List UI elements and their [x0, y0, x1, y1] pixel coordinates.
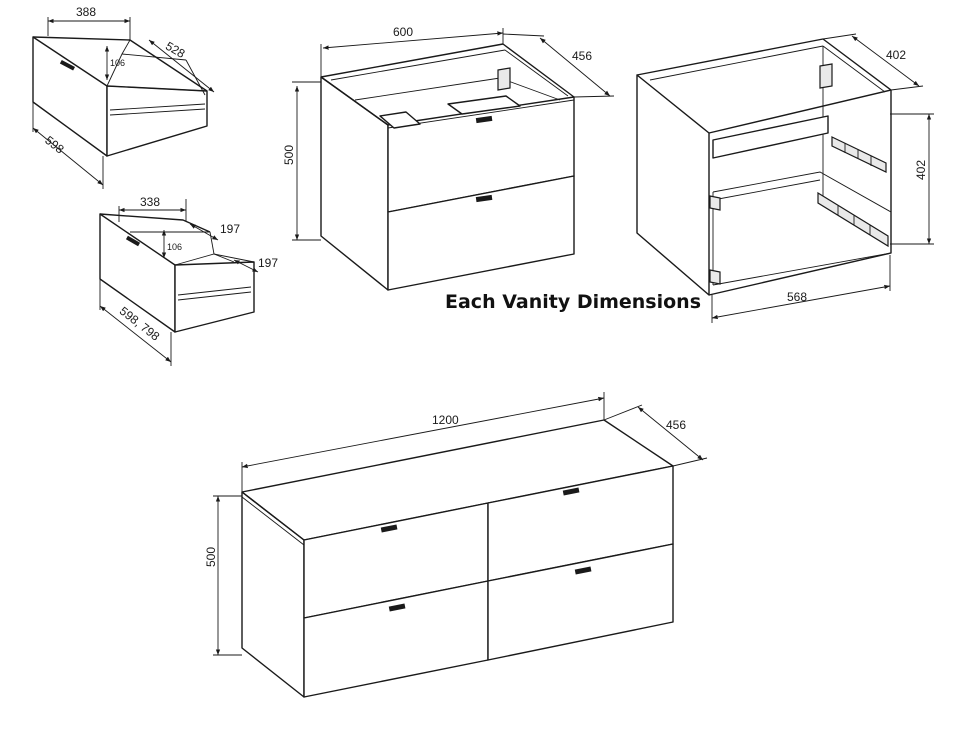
- double-vanity-upper-left-handle: [380, 524, 398, 533]
- carcass-runner-clip-upper: [709, 195, 721, 211]
- carcass-figure: 402 402 568: [636, 33, 934, 323]
- carcass-side-panel: [636, 74, 710, 296]
- single-vanity-hinge-bracket: [497, 67, 511, 91]
- double-vanity-height-label: 500: [204, 547, 218, 567]
- top-drawer-height-label: 106: [110, 58, 125, 68]
- double-vanity-depth-dimension-line: [637, 406, 704, 461]
- carcass-width-label: 568: [787, 290, 807, 304]
- top-drawer-handle: [59, 59, 76, 71]
- double-vanity-lower-right-handle: [574, 566, 592, 575]
- single-vanity-lower-drawer-handle: [475, 194, 493, 203]
- caption-title: Each Vanity Dimensions: [445, 291, 701, 313]
- single-vanity-height-label: 500: [282, 145, 296, 165]
- top-drawer-depth-dimension-line: [148, 39, 215, 93]
- double-vanity-side-panel: [241, 491, 305, 698]
- carcass-width-dimension-line: [711, 284, 891, 320]
- top-drawer-side-panel: [32, 36, 108, 157]
- bottom-drawer-side-dimension-line: [99, 305, 172, 363]
- top-drawer-width-label: 388: [76, 5, 96, 19]
- single-vanity-side-panel: [320, 76, 389, 291]
- double-vanity-width-label: 1200: [432, 413, 459, 427]
- double-vanity-lower-left-handle: [388, 603, 406, 612]
- bottom-drawer-figure: 338 197 106 197 598, 798: [99, 195, 278, 366]
- single-vanity-depth-dimension-line: [539, 37, 611, 97]
- carcass-upper-runner: [831, 136, 887, 173]
- single-vanity-width-label: 600: [393, 25, 413, 39]
- bottom-drawer-front-depth-dimension-line: [233, 259, 259, 273]
- bottom-drawer-front-box: [174, 261, 255, 333]
- double-vanity-depth-label: 456: [666, 418, 686, 432]
- carcass-height-label: 402: [914, 160, 928, 180]
- single-vanity-figure: 600 456 500: [282, 25, 615, 291]
- carcass-lower-runner: [817, 191, 889, 248]
- top-drawer-front-box: [106, 85, 208, 157]
- bottom-drawer-back-depth-label: 197: [220, 222, 240, 236]
- carcass-hinge-bracket: [819, 63, 833, 89]
- top-drawer-side-dimension-line: [32, 127, 104, 186]
- bottom-drawer-width-label: 338: [140, 195, 160, 209]
- double-vanity-lower-right-drawer-front: [487, 543, 674, 661]
- single-vanity-depth-label: 456: [572, 49, 592, 63]
- carcass-runner-clip-lower: [709, 269, 721, 285]
- bottom-drawer-front-depth-label: 197: [258, 256, 278, 270]
- single-vanity-width-dimension-line: [322, 31, 504, 50]
- top-drawer-figure: 388 528 106 598: [32, 5, 215, 189]
- single-vanity-lower-drawer-front: [387, 175, 575, 291]
- double-vanity-upper-right-handle: [562, 487, 580, 496]
- carcass-depth-label: 402: [886, 48, 906, 62]
- carcass-depth-dimension-line: [851, 35, 920, 87]
- bottom-drawer-back-depth-dimension-line: [189, 223, 219, 241]
- single-vanity-upper-drawer-handle: [475, 115, 493, 124]
- bottom-drawer-handle: [125, 235, 141, 247]
- double-vanity-figure: 1200 456 500: [204, 392, 708, 698]
- bottom-drawer-height-label: 106: [167, 242, 182, 252]
- double-vanity-width-dimension-line: [241, 396, 605, 469]
